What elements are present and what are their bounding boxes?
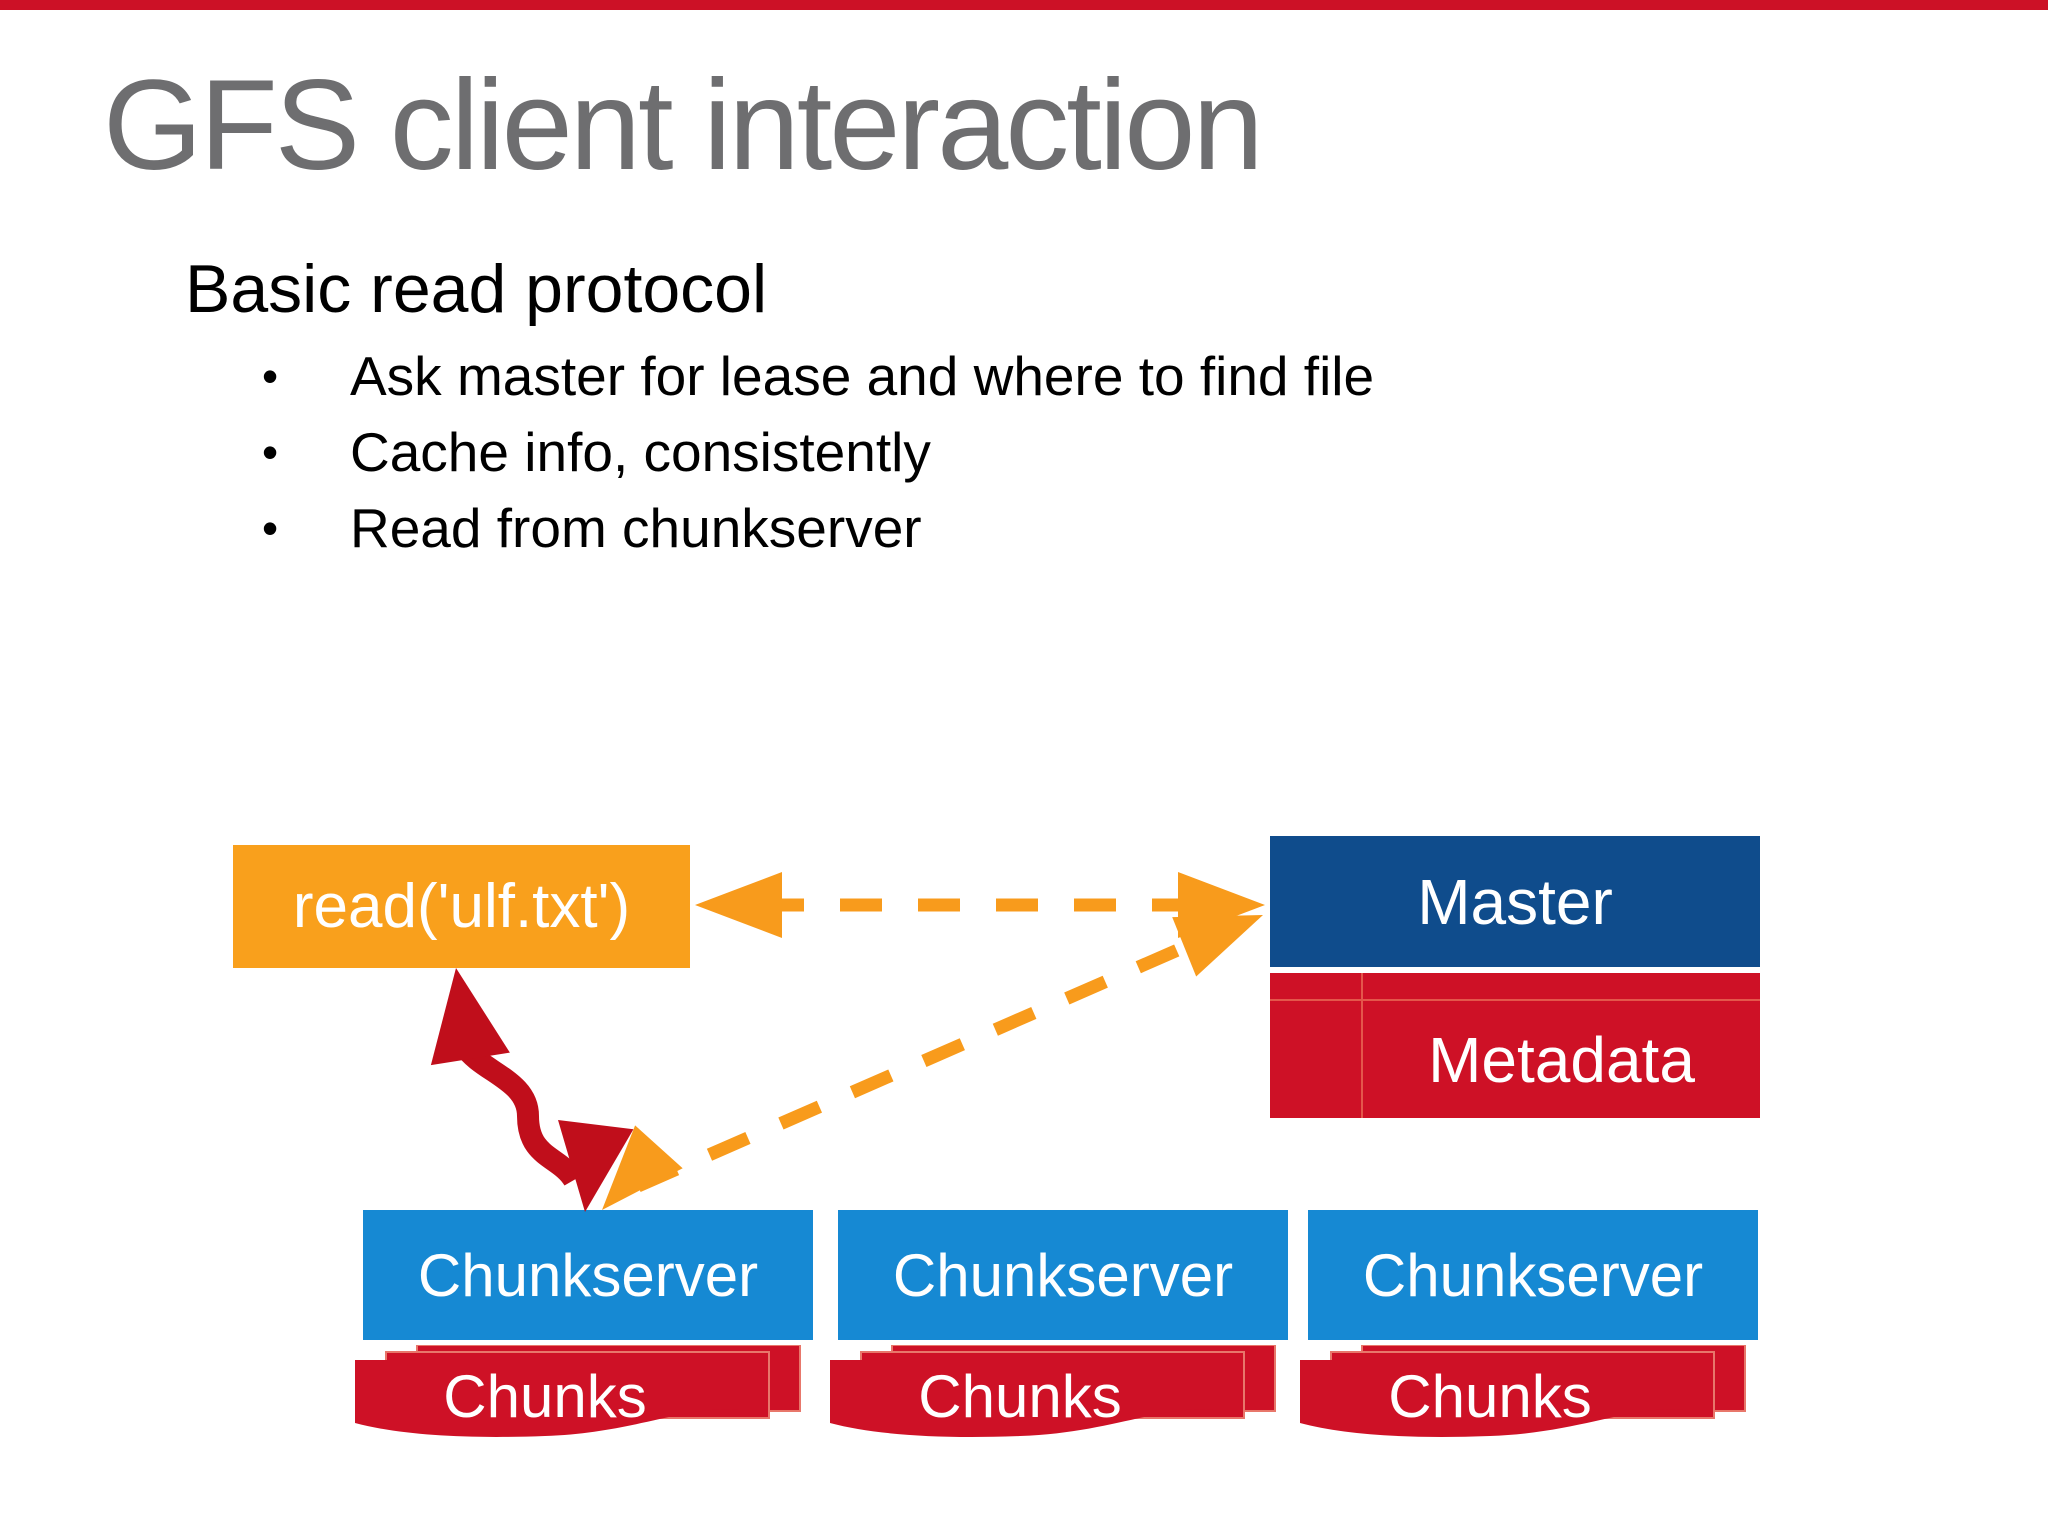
- client-master-arrow: [695, 872, 1265, 938]
- arrowhead-right: [1178, 872, 1265, 938]
- chunks-label: Chunks: [918, 1363, 1121, 1430]
- data-transfer-arrow: [430, 968, 634, 1212]
- metadata-box: Metadata: [1270, 973, 1760, 1118]
- bullet-text: Cache info, consistently: [350, 421, 931, 483]
- metadata-label: Metadata: [1428, 1023, 1695, 1096]
- chunks-stack-2: Chunks: [830, 1345, 1276, 1437]
- metadata-table-vertical-divider: [1361, 973, 1363, 1118]
- bullet-icon: •: [262, 426, 279, 478]
- client-read-box: read('ulf.txt'): [233, 845, 690, 968]
- top-red-strip: [0, 0, 2048, 10]
- arrowhead-left: [695, 872, 782, 938]
- list-item: • Cache info, consistently: [262, 414, 1374, 490]
- arrowhead-upper: [1172, 915, 1263, 977]
- list-item: • Read from chunkserver: [262, 490, 1374, 566]
- chunk-sheet-front: [355, 1360, 738, 1437]
- bullet-text: Ask master for lease and where to find f…: [350, 345, 1375, 407]
- chunks-label: Chunks: [443, 1363, 646, 1430]
- metadata-table-horizontal-divider: [1270, 999, 1760, 1001]
- chunks-label: Chunks: [1388, 1363, 1591, 1430]
- page-title: GFS client interaction: [103, 54, 1264, 197]
- chunkserver-box-2: Chunkserver: [838, 1210, 1288, 1340]
- master-box: Master: [1270, 836, 1760, 967]
- chunks-stack-1: Chunks: [355, 1345, 801, 1437]
- chunk-sheet-front: [1300, 1360, 1683, 1437]
- chunkserver-box-3: Chunkserver: [1308, 1210, 1758, 1340]
- section-heading: Basic read protocol: [185, 251, 768, 327]
- chunks-stack-3: Chunks: [1300, 1345, 1746, 1437]
- list-item: • Ask master for lease and where to find…: [262, 338, 1374, 414]
- bullet-icon: •: [262, 502, 279, 554]
- bullet-icon: •: [262, 350, 279, 402]
- chunk-sheet-front: [830, 1360, 1213, 1437]
- bullet-text: Read from chunkserver: [350, 497, 922, 559]
- chunkserver-box-1: Chunkserver: [363, 1210, 813, 1340]
- bullet-list: • Ask master for lease and where to find…: [262, 338, 1374, 566]
